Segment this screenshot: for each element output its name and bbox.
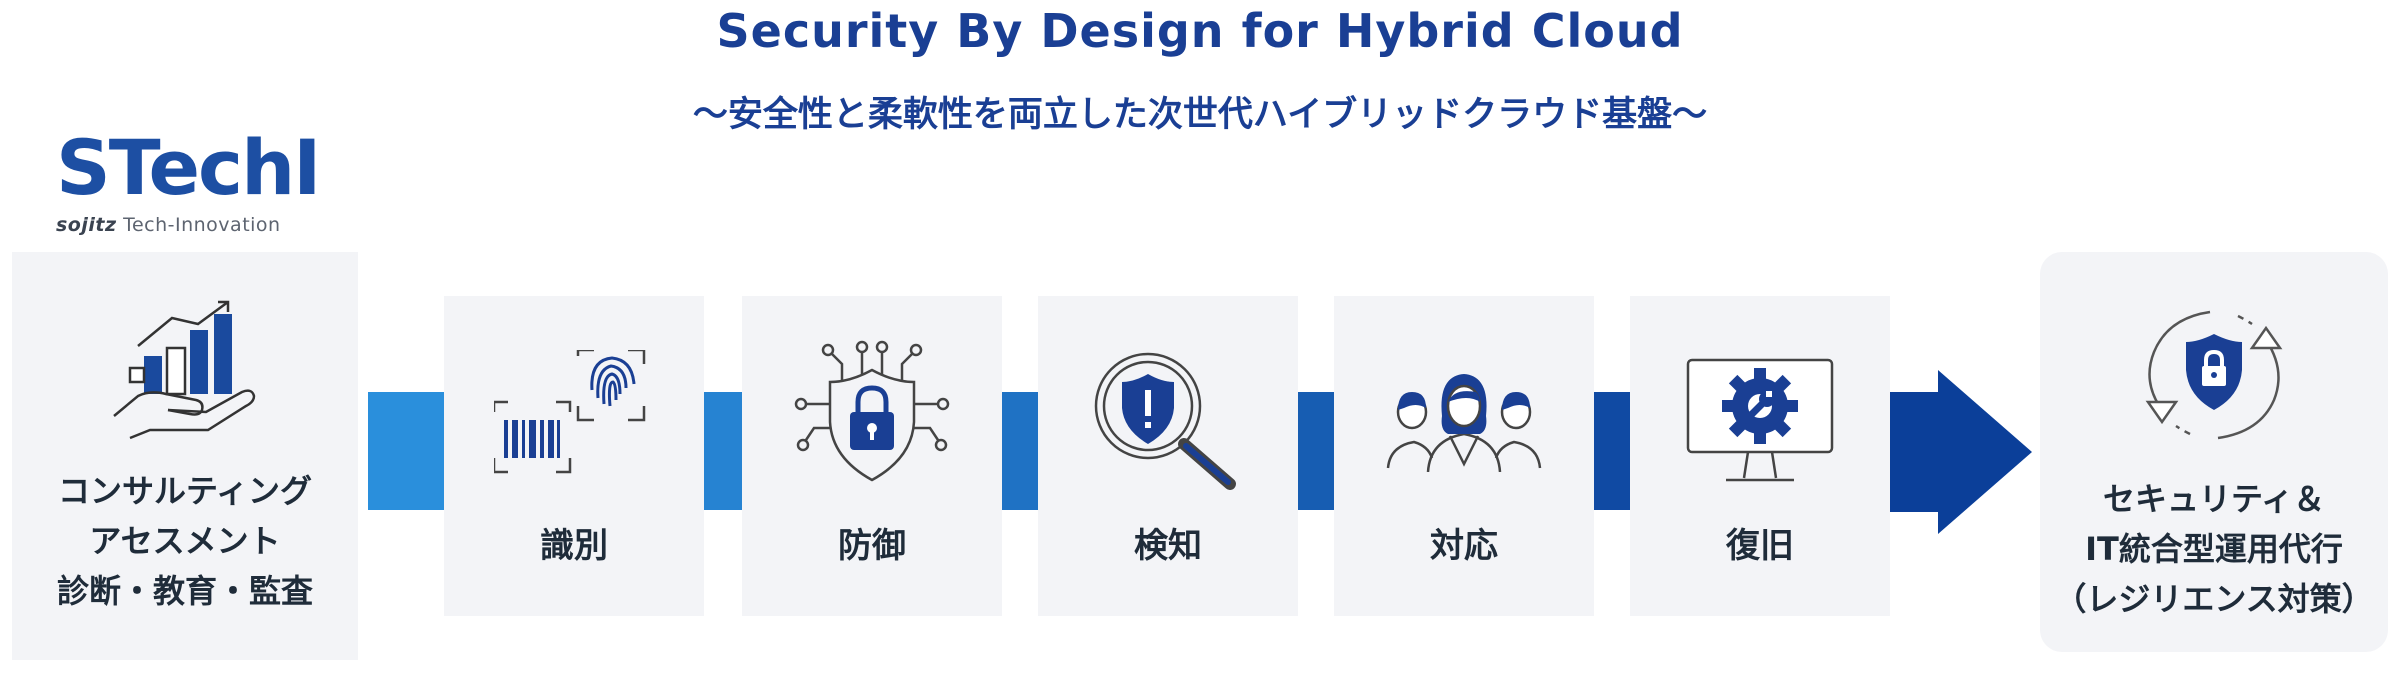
step-label-respond: 対応: [1430, 526, 1498, 566]
logo-mark: STechI: [56, 123, 321, 212]
step-card-detect: 検知: [1038, 296, 1298, 616]
step-label-identify: 識別: [540, 526, 608, 566]
step-card-recover: 復旧: [1630, 296, 1890, 616]
connector-4: [1298, 392, 1334, 510]
operations-panel: セキュリティ＆ IT統合型運用代行 （レジリエンス対策）: [2040, 252, 2388, 652]
page-title: Security By Design for Hybrid Cloud: [716, 4, 1684, 58]
consulting-panel: コンサルティング アセスメント 診断・教育・監査: [12, 252, 358, 660]
monitor-gear-icon: [1686, 358, 1834, 482]
magnifier-shield-icon: [1094, 352, 1236, 490]
step-label-detect: 検知: [1134, 526, 1202, 566]
consulting-line-2: アセスメント: [89, 522, 281, 560]
step-label-protect: 防御: [838, 526, 906, 566]
operations-line-2: IT統合型運用代行: [2085, 530, 2343, 568]
chart-hand-icon: [113, 300, 256, 440]
consulting-line-1: コンサルティング: [57, 472, 313, 510]
connector-3: [1002, 392, 1038, 510]
page-subtitle: 〜安全性と柔軟性を両立した次世代ハイブリッドクラウド基盤〜: [692, 95, 1708, 135]
connector-2: [704, 392, 742, 510]
step-label-recover: 復旧: [1726, 526, 1794, 566]
team-people-icon: [1386, 374, 1542, 472]
connector-5: [1594, 392, 1630, 510]
logo-sub-text: Tech-Innovation: [123, 214, 281, 236]
company-logo: STechI sojitz Tech-Innovation: [56, 123, 326, 238]
connector-1: [368, 392, 444, 510]
step-card-respond: 対応: [1334, 296, 1594, 616]
operations-line-3: （レジリエンス対策）: [2054, 580, 2374, 618]
step-card-identify: 識別: [444, 296, 704, 616]
cycle-shield-lock-icon: [2145, 310, 2283, 440]
step-card-protect: 防御: [742, 296, 1002, 616]
consulting-line-3: 診断・教育・監査: [56, 572, 313, 610]
lock-shield-circuit-icon: [794, 340, 950, 482]
arrow-right-icon: [1888, 370, 2032, 534]
operations-line-1: セキュリティ＆: [2102, 480, 2326, 518]
logo-sub-brand: sojitz: [56, 214, 117, 236]
fingerprint-barcode-icon: [494, 350, 646, 474]
logo-subtext: sojitz Tech-Innovation: [56, 214, 326, 236]
